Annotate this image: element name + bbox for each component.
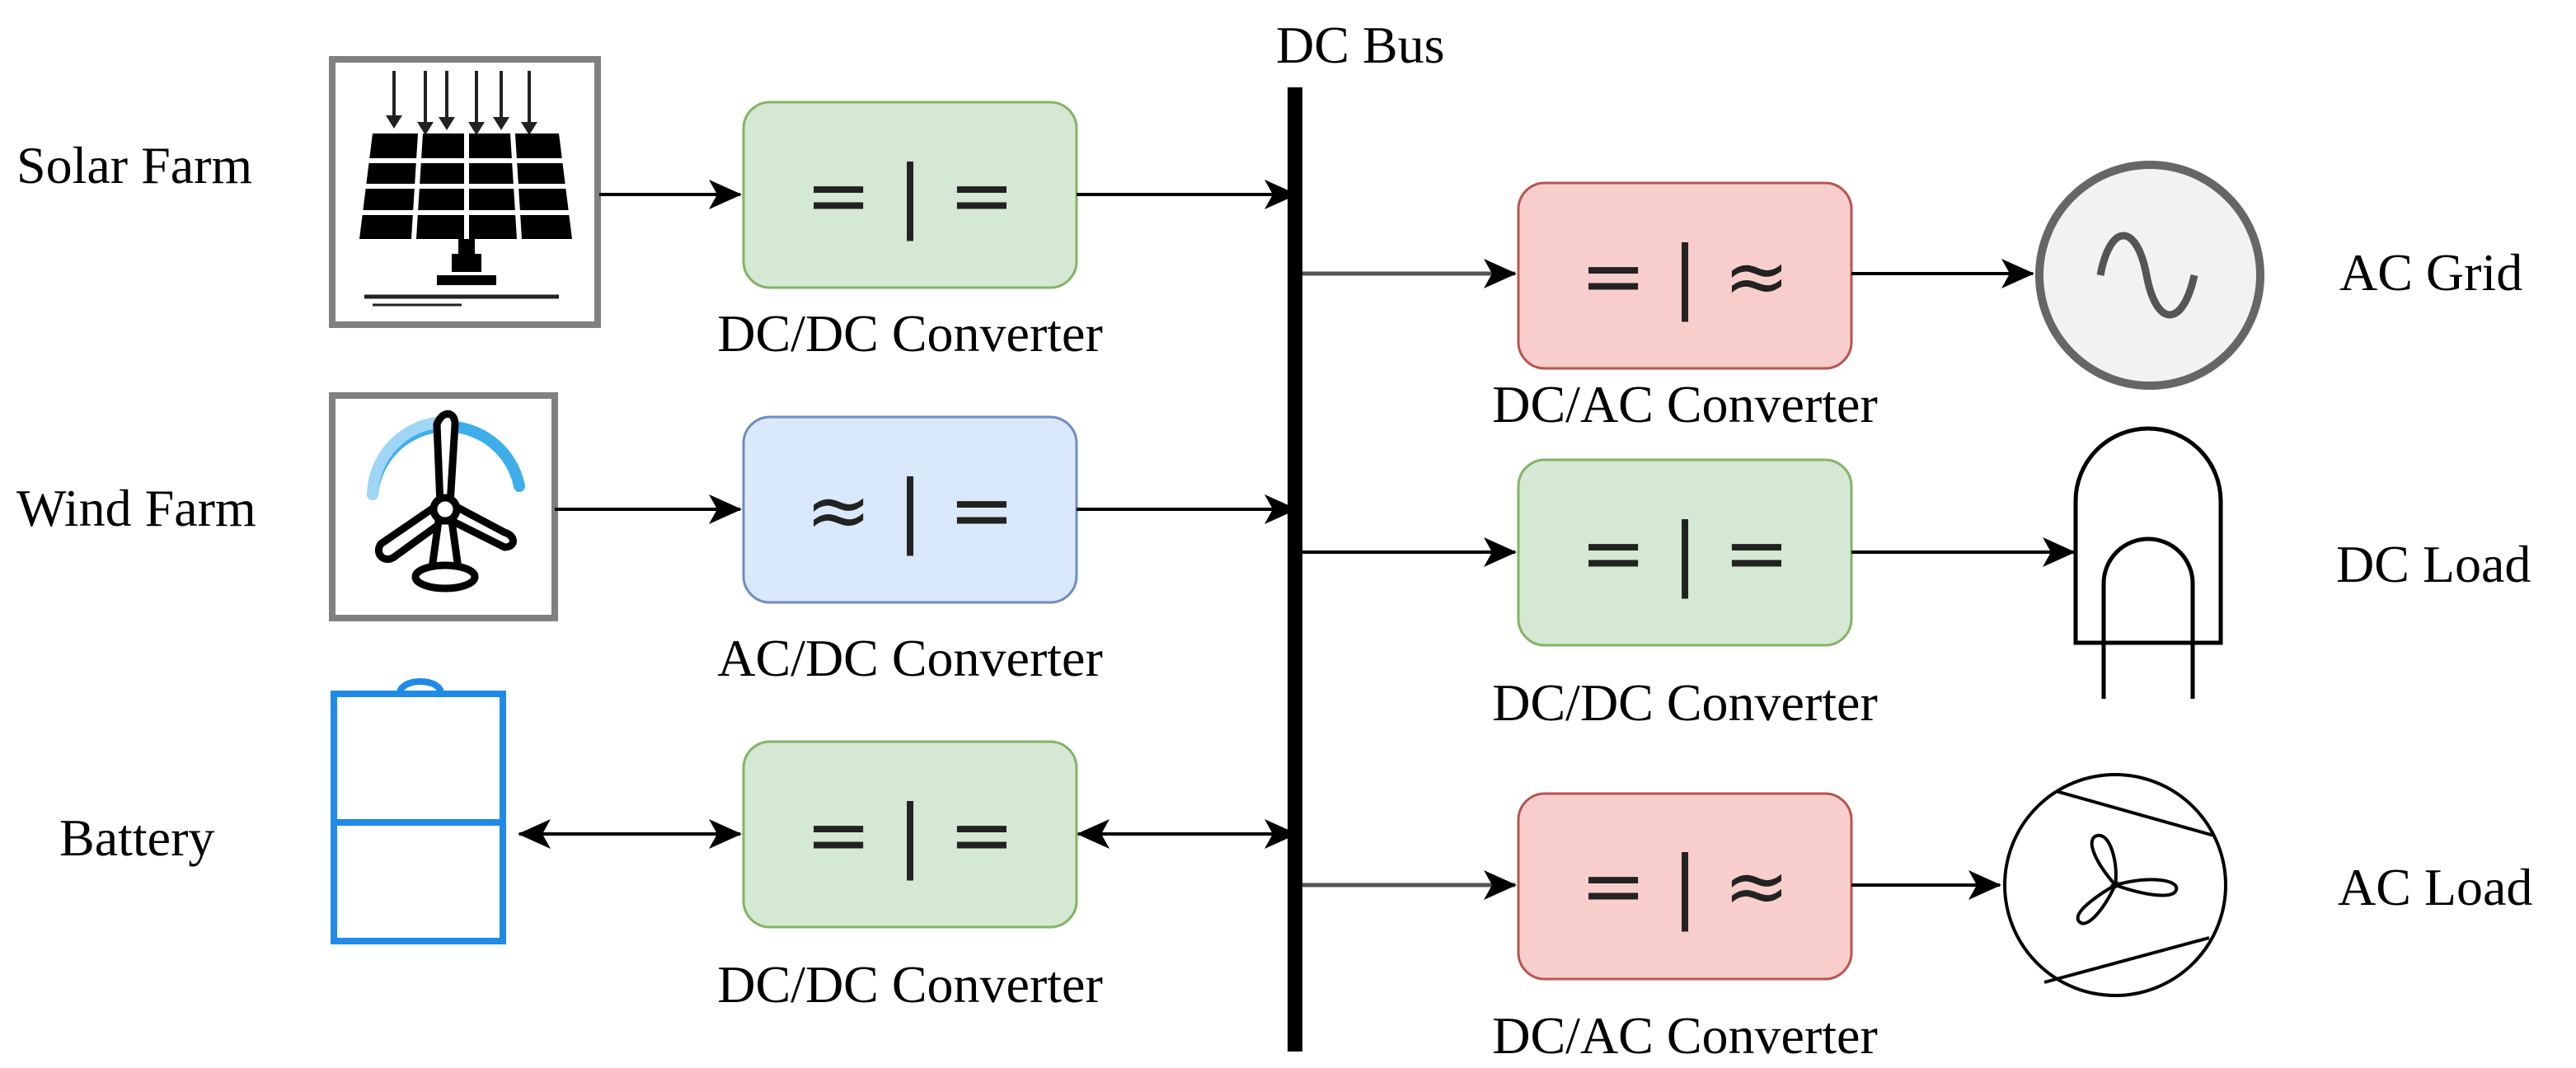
battery-icon: [331, 678, 506, 944]
ac-source-icon: [2035, 161, 2264, 390]
ac-grid-label: AC Grid: [2339, 243, 2522, 302]
connection-lines-right: [1302, 259, 2076, 900]
converter-symbol: = | =: [805, 149, 1015, 242]
converter-symbol: = | =: [805, 789, 1015, 882]
converter-c1: = | = DC/DC Converter: [717, 101, 1103, 363]
dc-bus-bar: [1288, 87, 1302, 1052]
dc-load-icon: [2073, 426, 2223, 699]
battery-label: Battery: [59, 808, 214, 867]
solar-farm-label: Solar Farm: [16, 136, 252, 194]
wind-turbine-icon: [329, 392, 558, 621]
connection-lines-left: [518, 180, 1297, 849]
converter-symbol: = | ≈: [1580, 840, 1790, 933]
converter-c4: = | ≈ DC/AC Converter: [1492, 181, 1878, 433]
converter-label: DC/DC Converter: [717, 955, 1103, 1014]
converter-label: DC/DC Converter: [717, 304, 1103, 363]
wind-farm-label: Wind Farm: [16, 479, 256, 537]
ac-load-label: AC Load: [2338, 858, 2532, 916]
converter-symbol: = | =: [1580, 507, 1790, 600]
converter-c3: = | = DC/DC Converter: [717, 740, 1103, 1014]
converter-c6: = | ≈ DC/AC Converter: [1492, 792, 1878, 1065]
dc-bus-label: DC Bus: [1276, 16, 1445, 74]
converter-label: DC/DC Converter: [1492, 673, 1878, 732]
fan-motor-icon: [2003, 773, 2227, 997]
converter-label: DC/AC Converter: [1492, 1006, 1878, 1065]
converter-c5: = | = DC/DC Converter: [1492, 458, 1878, 732]
solar-panel-icon: [329, 56, 601, 328]
converter-label: DC/AC Converter: [1492, 375, 1878, 433]
converter-symbol: ≈ | =: [805, 464, 1015, 557]
dc-load-label: DC Load: [2336, 535, 2531, 593]
converter-c2: ≈ | = AC/DC Converter: [717, 415, 1103, 687]
converter-symbol: = | ≈: [1580, 230, 1790, 323]
converter-label: AC/DC Converter: [717, 629, 1103, 687]
